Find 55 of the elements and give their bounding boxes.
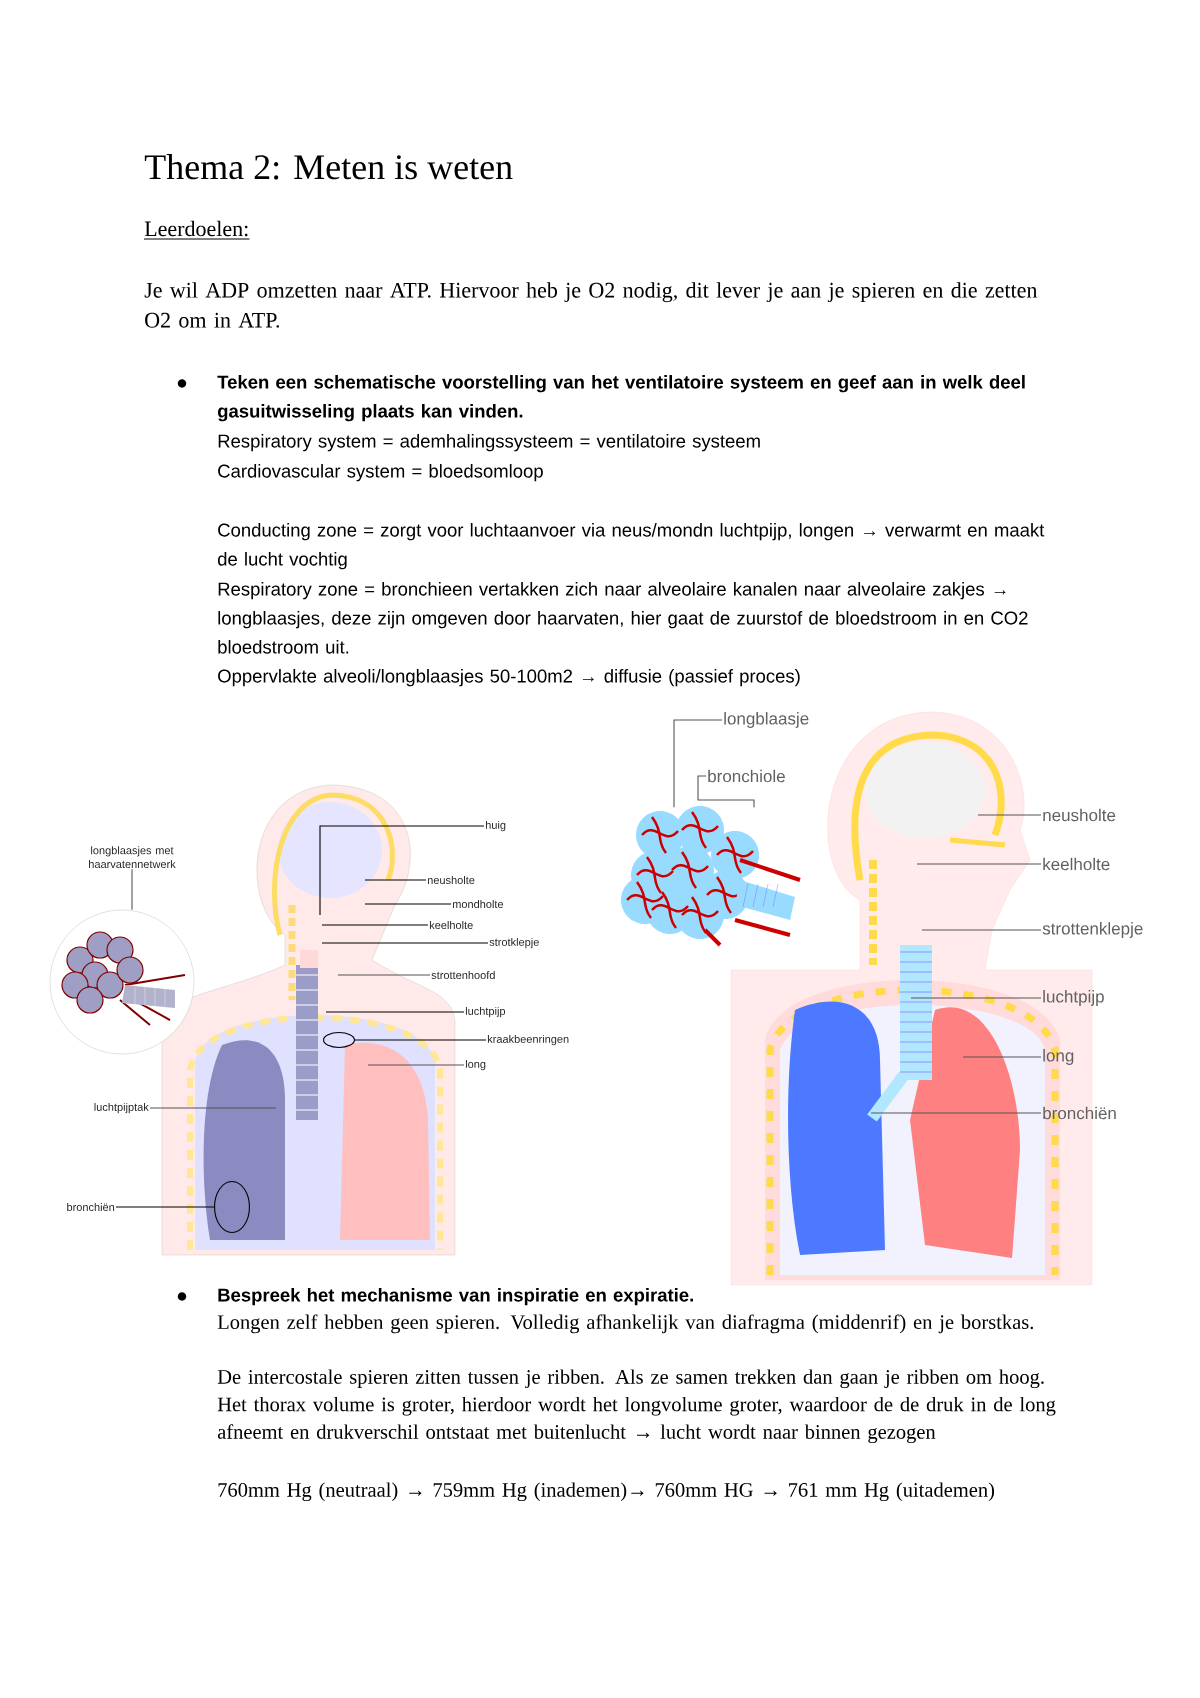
part-label: longblaasje: [724, 712, 809, 728]
leader-line: [321, 924, 429, 926]
section-heading: Leerdoelen:: [143, 220, 250, 240]
part-label: mondholte: [452, 900, 504, 909]
part-label: luchtpijp: [465, 1006, 506, 1018]
leader-line: [364, 879, 427, 881]
part-label: keelholte: [429, 921, 473, 930]
leader-line: [697, 775, 755, 808]
part-label: long: [465, 1059, 486, 1071]
leader-line: [149, 1107, 277, 1109]
leader-line: [870, 1112, 1042, 1114]
part-label: luchtpijptak: [94, 1102, 149, 1114]
part-label: strottenklepje: [1042, 922, 1143, 938]
part-label: longblaasjes met haarvatennetwerk: [89, 846, 176, 869]
part-label: long: [1043, 1049, 1074, 1065]
paragraph-text: De intercostale spieren zitten tussen je ribben. Als ze samen trekken dan gaan je ribben om hoog. Het thorax volume is groter, hierdoor wordt het longvolume groter, waardoor de de druk in de long afneemt en drukverschil ontstaat met buitenlucht → lucht wordt naar binnen gezogen: [217, 1369, 1056, 1444]
part-label: huig: [485, 820, 506, 832]
part-label: neusholte: [1043, 808, 1116, 822]
part-label: bronchiën: [67, 1203, 115, 1212]
leader-line: [367, 1064, 465, 1066]
part-label: neusholte: [427, 876, 475, 885]
paragraph-text: Oppervlakte alveoli/longblaasjes 50-100m2 → diffusie (passief proces): [218, 669, 800, 687]
alveoli-drawing: [49, 909, 195, 1055]
paragraph-text: Respiratory system = ademhalingssysteem = ventilatoire systeem: [218, 434, 760, 452]
paragraph-text: 760mm Hg (neutraal) → 759mm Hg (inademen)→ 760mm HG → 761 mm Hg (uitademen): [218, 1482, 995, 1502]
bullet-heading: Bespreek het mechanisme van inspiratie en expiratie.: [218, 1288, 693, 1306]
part-label: luchtpijp: [1043, 990, 1104, 1006]
paragraph-text: Conducting zone = zorgt voor luchtaanvoer via neus/mondn luchtpijp, longen → verwarmt en maakt de lucht vochtig: [218, 523, 1045, 570]
leader-line: [325, 1011, 465, 1013]
leader-line: [364, 903, 452, 905]
leader-line: [321, 942, 489, 944]
leader-line: [977, 814, 1042, 816]
paragraph-text: Cardiovascular system = bloedsomloop: [218, 464, 543, 482]
leader-line: [337, 974, 431, 976]
leader-line: [673, 719, 723, 808]
part-label: keelholte: [1043, 857, 1110, 871]
leader-line: [916, 863, 1042, 865]
leader-line: [115, 1181, 250, 1233]
page-title: Thema 2: Meten is weten: [144, 154, 513, 180]
paragraph-text: Longen zelf hebben geen spieren. Volledig afhankelijk van diafragma (middenrif) en je borstkas.: [217, 1314, 1033, 1334]
paragraph-text: Je wil ADP omzetten naar ATP. Hiervoor heb je O2 nodig, dit lever je aan je spieren en die zetten O2 om in ATP.: [144, 282, 1038, 328]
leader-line: [910, 997, 1042, 999]
part-label: kraakbeenringen: [487, 1034, 569, 1046]
leader-line: [323, 1032, 487, 1048]
part-label: bronchiole: [708, 769, 785, 783]
paragraph-text: Respiratory zone = bronchieen vertakken zich naar alveolaire kanalen naar alveolaire zakjes → longblaasjes, deze zijn omgeven door haarvaten, hier gaat de zuurstof de bloedstroom in en CO2 bloedstroom uit.: [218, 582, 1028, 654]
bullet-heading: Teken een schematische voorstelling van het ventilatoire systeem en geef aan in welk deel gasuitwisseling plaats kan vinden.: [217, 375, 1025, 422]
leader-line: [962, 1056, 1042, 1058]
leader-line: [319, 825, 485, 916]
part-label: strotklepje: [489, 937, 539, 949]
leader-line: [921, 929, 1042, 931]
alveoli-drawing: [621, 806, 802, 947]
leader-line: [131, 868, 133, 911]
part-label: strottenhoofd: [431, 971, 495, 980]
part-label: bronchiën: [1043, 1106, 1116, 1120]
